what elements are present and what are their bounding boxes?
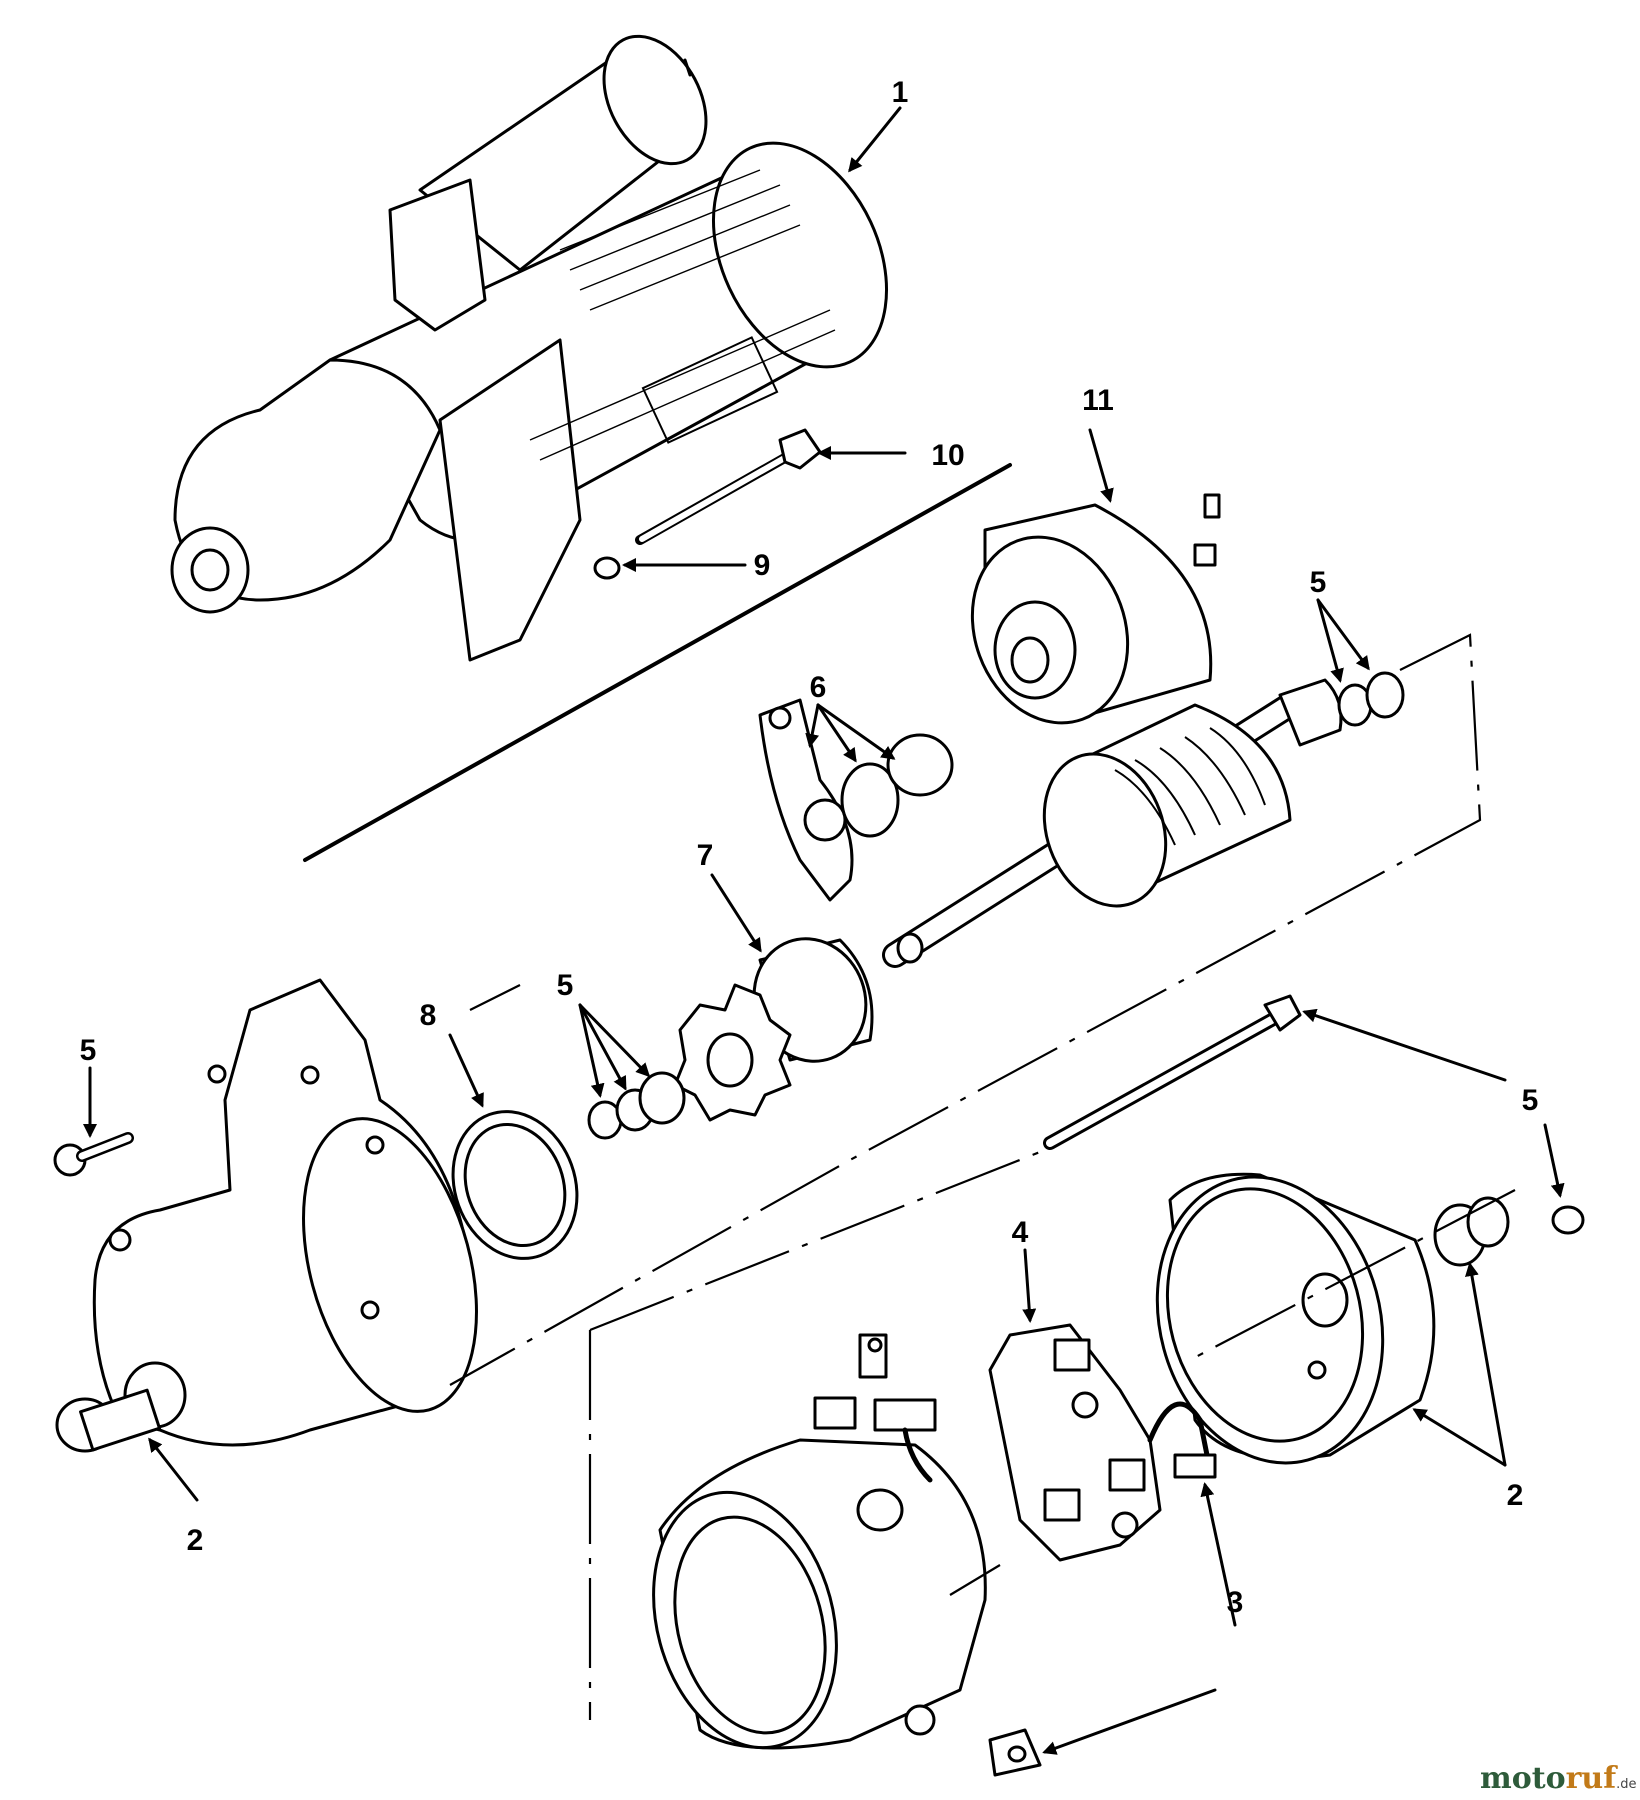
brush-lower [988,1728,1042,1777]
screw-left [53,1132,134,1177]
solenoid-switch [970,493,1221,725]
callout-5-rings: 5 [557,969,574,1002]
plug-screw-right [1551,1205,1585,1235]
callout-11: 11 [1082,384,1114,417]
watermark-moto: moto [1480,1761,1566,1796]
through-bolt-long [635,428,822,545]
drive-end-housing [55,978,478,1453]
motoruf-watermark: motoruf.de [1480,1761,1637,1796]
callout-5-bolt: 5 [1522,1084,1539,1117]
callout-2-right: 2 [1507,1479,1524,1512]
armature [882,671,1405,968]
leader-arrows [83,106,1565,1755]
bushing-right [1433,1196,1510,1267]
shift-lever [758,698,854,902]
callout-4: 4 [1012,1216,1029,1249]
watermark-suffix: .de [1616,1777,1636,1792]
brush-holder [988,1323,1217,1562]
commutator-end-frame [1155,1172,1436,1465]
callout-1: 1 [892,76,909,109]
callout-9: 9 [754,549,771,582]
o-ring [451,1110,579,1260]
alignment-lines [449,633,1516,1720]
washer [593,556,621,580]
callout-5-screw: 5 [80,1034,97,1067]
callout-8: 8 [420,999,437,1032]
stop-ring-c [638,1071,686,1125]
callout-7: 7 [697,839,714,872]
starter-motor-assembly [170,34,1012,862]
yoke-frame [652,1438,987,1750]
through-bolt [1043,994,1302,1150]
brush-terminal [813,1333,937,1483]
callout-3: 3 [1227,1586,1244,1619]
lever-plate-b [886,733,954,797]
callout-5-armature: 5 [1310,566,1327,599]
callout-2-left: 2 [187,1524,204,1557]
lever-plate-a [840,762,900,838]
callout-10: 10 [931,439,964,472]
callout-6: 6 [810,671,827,704]
watermark-ruf: ruf [1566,1761,1619,1796]
pinion-clutch [673,937,874,1122]
svg-text:motoruf.de: motoruf.de [1480,1761,1637,1796]
